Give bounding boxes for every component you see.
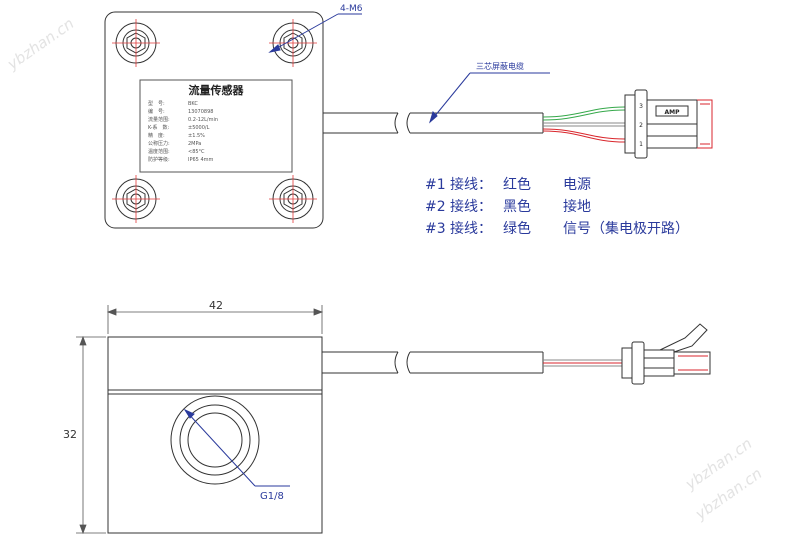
wiring-legend: #1 接线： 红色 电源 #2 接线： 黑色 接地 #3 接线： 绿色 信号（集…	[425, 176, 689, 237]
plate-row-label: 温度范围:	[148, 148, 170, 155]
side-view	[76, 305, 711, 535]
pin-number: 2	[639, 122, 643, 129]
wire-label: 接线：	[450, 198, 492, 215]
wire-color: 黑色	[503, 198, 531, 215]
plate-row-label: 防护等级:	[148, 156, 170, 163]
plate-row-label: 公称压力:	[148, 140, 170, 147]
mounting-hole-top-right	[269, 19, 317, 67]
nameplate-rows: 型 号: BKC 编 号: 13070898 流量范围: 0.2-12L/min…	[148, 100, 218, 163]
plate-row-value: 2MPa	[188, 141, 201, 147]
wire-label: 接线：	[450, 220, 492, 237]
hole-callout: 4-M6	[340, 4, 363, 14]
threaded-port	[170, 395, 260, 485]
nameplate	[139, 79, 293, 173]
wires-top	[542, 106, 626, 143]
wire-color: 红色	[503, 176, 531, 193]
top-view	[104, 11, 713, 229]
pin-number: 3	[639, 103, 643, 110]
cable-side	[322, 351, 544, 374]
width-dim-value: 42	[209, 299, 223, 312]
plate-row-value: 13070898	[188, 109, 213, 115]
thread-callout-leader	[183, 408, 290, 487]
mounting-hole-bottom-right	[269, 175, 317, 223]
cable-callout: 三芯屏蔽电缆	[476, 61, 524, 71]
wires-side	[543, 359, 622, 367]
plate-row-label: 精 度:	[148, 132, 165, 139]
cable-top	[323, 112, 544, 134]
connector-side	[621, 323, 711, 385]
connector-brand: AMP	[664, 109, 680, 116]
wire-function: 电源	[563, 177, 591, 193]
wire-number: #2	[425, 199, 446, 215]
sensor-body-side	[107, 336, 323, 534]
hole-callout-leader	[268, 13, 362, 53]
height-dim-value: 32	[63, 428, 77, 441]
plate-row-value: ±5000/L	[188, 125, 210, 131]
thread-callout: G1/8	[260, 491, 284, 502]
amp-label-box	[655, 105, 689, 117]
pin-number: 1	[639, 141, 643, 148]
wire-label: 接线：	[450, 176, 492, 193]
plate-row-label: 型 号:	[148, 100, 165, 107]
wire-function: 信号（集电极开路）	[563, 220, 689, 237]
mounting-hole-top-left	[112, 19, 160, 67]
wire-function: 接地	[563, 198, 591, 215]
plate-row-value: 0.2-12L/min	[188, 117, 218, 123]
watermark: ybzhan.cn	[3, 14, 77, 73]
nameplate-title: 流量传感器	[189, 83, 245, 97]
wire-number: #1	[425, 177, 446, 193]
plate-row-value: <85°C	[188, 149, 205, 155]
cable-callout-leader	[429, 72, 550, 124]
plate-row-label: 流量范围:	[148, 116, 170, 123]
wire-number: #3	[425, 221, 446, 237]
height-dimension	[76, 335, 106, 535]
plate-row-value: ±1.5%	[188, 133, 205, 139]
width-dimension	[106, 305, 324, 334]
connector-top	[624, 89, 713, 159]
plate-row-value: BKC	[188, 101, 198, 107]
mounting-hole-bottom-left	[112, 175, 160, 223]
plate-row-label: 编 号:	[148, 108, 165, 115]
plate-row-value: IP65 4mm	[188, 157, 213, 163]
plate-row-label: K-系 数:	[148, 124, 170, 131]
sensor-body-top	[104, 11, 324, 229]
wire-color: 绿色	[503, 220, 531, 237]
